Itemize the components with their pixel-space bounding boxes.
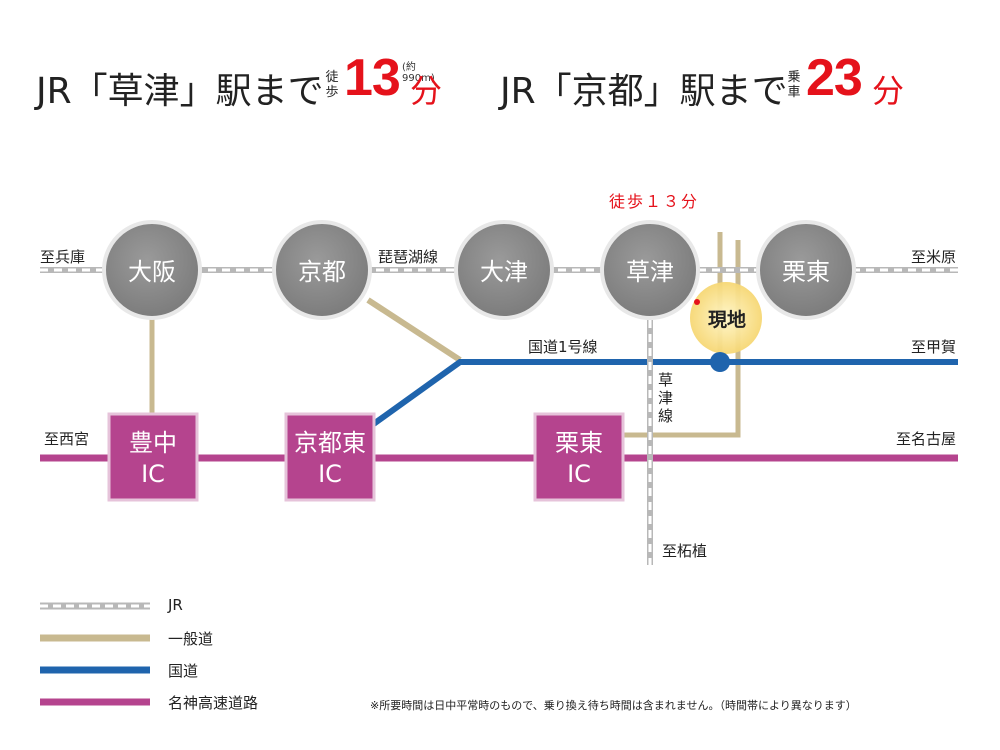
ic-kyoto-higashi-line1: 京都東 — [294, 429, 366, 457]
dest-nishinomiya: 至西宮 — [44, 430, 89, 448]
station-kusatsu-label: 草津 — [626, 258, 674, 286]
kusatsu-mode-top: 徒 — [325, 70, 339, 85]
station-otsu — [454, 220, 554, 320]
route1-label: 国道1号線 — [528, 338, 598, 356]
dest-hyogo: 至兵庫 — [40, 248, 85, 266]
dest-tsuge: 至柘植 — [662, 542, 707, 560]
site-label: 現地 — [708, 308, 746, 331]
dest-koka: 至甲賀 — [911, 338, 956, 356]
station-osaka — [102, 220, 202, 320]
kusatsu-line-label-3: 線 — [658, 407, 673, 425]
ic-toyonaka-line1: 豊中 — [129, 429, 177, 457]
legend-general-road-label: 一般道 — [168, 630, 214, 648]
kyoto-mode: 乗 車 — [786, 70, 802, 100]
kusatsu-minutes: 13 — [344, 49, 401, 107]
ic-toyonaka-line2: IC — [141, 460, 165, 488]
national-road-route1 — [366, 359, 958, 431]
biwako-line-label: 琵琶湖線 — [378, 248, 438, 266]
kusatsu-mode: 徒 歩 — [324, 70, 340, 100]
site-road-node — [710, 352, 730, 372]
kusatsu-line-label-1: 草 — [658, 371, 673, 389]
kusatsu-prefix: JR「草津」駅まで — [36, 71, 324, 112]
legend-national-road-label: 国道 — [168, 662, 199, 680]
station-kyoto-label: 京都 — [298, 258, 346, 286]
ic-ritto-line1: 栗東 — [555, 429, 603, 457]
kusatsu-distance: (約990m) — [402, 62, 435, 84]
site-dot — [694, 299, 700, 305]
kyoto-mode-top: 乗 — [787, 70, 801, 85]
kyoto-mode-bottom: 車 — [787, 85, 801, 100]
kyoto-minutes: 23 — [806, 49, 863, 107]
legend-expressway-label: 名神高速道路 — [168, 694, 259, 712]
station-ritto-label: 栗東 — [782, 258, 830, 286]
kyoto-prefix: JR「京都」駅まで — [500, 71, 788, 112]
ic-ritto — [533, 412, 625, 502]
ic-kyoto-higashi — [284, 412, 376, 502]
dest-maibara: 至米原 — [911, 248, 956, 266]
walk-label: 徒歩１３分 — [609, 192, 699, 211]
station-kusatsu — [600, 220, 700, 320]
legend-jr-label: JR — [168, 596, 183, 614]
station-ritto — [756, 220, 856, 320]
ic-ritto-line2: IC — [567, 460, 591, 488]
kusatsu-mode-bottom: 歩 — [325, 85, 339, 100]
footnote: ※所要時間は日中平常時のもので、乗り換え待ち時間は含まれません。（時間帯により異… — [370, 699, 857, 712]
station-otsu-label: 大津 — [480, 258, 528, 286]
kusatsu-unit: 分 — [410, 72, 443, 110]
kusatsu-line-label-2: 津 — [658, 389, 673, 407]
kyoto-unit: 分 — [872, 72, 905, 110]
ic-toyonaka — [107, 412, 199, 502]
dest-nagoya: 至名古屋 — [896, 430, 956, 448]
site-glow — [690, 282, 762, 354]
ic-kyoto-higashi-line2: IC — [318, 460, 342, 488]
general-road-kyoto — [366, 297, 462, 363]
station-osaka-label: 大阪 — [128, 258, 176, 286]
station-kyoto — [272, 220, 372, 320]
